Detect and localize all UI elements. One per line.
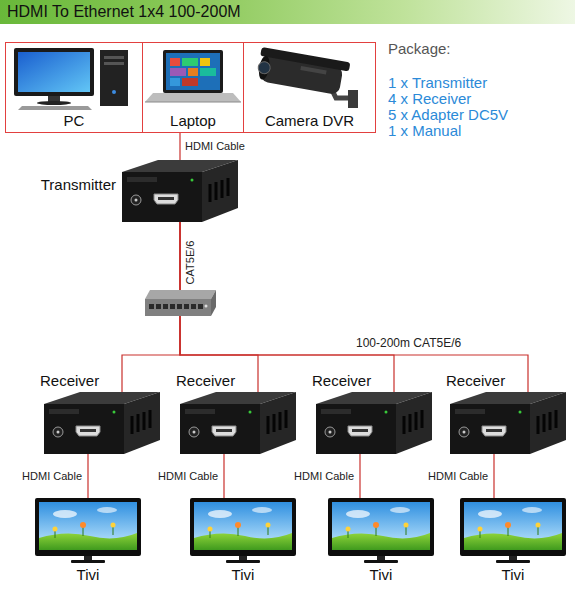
transmitter-device: Transmitter: [122, 160, 238, 222]
cable-line: [223, 454, 224, 498]
cable-label: HDMI Cable: [21, 470, 83, 483]
source-box: PC: [5, 42, 143, 133]
device-label: Receiver: [446, 372, 505, 389]
cable-label: HDMI Cable: [157, 470, 219, 483]
source-name: PC: [64, 112, 85, 129]
source-box: Laptop: [142, 42, 244, 133]
cable-type: CAT5E/6: [185, 239, 198, 285]
cable-label: HDMI Cable: [293, 470, 355, 483]
device-label: Receiver: [176, 372, 235, 389]
package-item: 5 x Adapter DC5V: [388, 106, 508, 123]
package-item: 1 x Manual: [388, 122, 461, 139]
receiver-device: Receiver: [44, 392, 160, 454]
laptop-picture: [145, 50, 241, 102]
receiver-device: Receiver: [450, 392, 566, 454]
tv-picture: [190, 498, 296, 563]
receiver-picture: [180, 392, 296, 454]
cable-line: [359, 454, 360, 498]
receiver-device: Receiver: [316, 392, 432, 454]
tv-label: Tivi: [502, 566, 525, 583]
receiver-device: Receiver: [180, 392, 296, 454]
device-label: Receiver: [312, 372, 371, 389]
pc-picture: [14, 48, 128, 110]
title-bar: HDMI To Ethernet 1x4 100-200M: [0, 0, 575, 24]
tv-picture: [35, 498, 141, 563]
tv-set: Tivi: [328, 498, 434, 584]
tv-picture: [460, 498, 566, 563]
tv-label: Tivi: [77, 566, 100, 583]
cable-line: [180, 222, 528, 392]
cable-line: [179, 133, 180, 160]
cable-line: [180, 222, 394, 392]
tv-label: Tivi: [370, 566, 393, 583]
receiver-picture: [450, 392, 566, 454]
device-label: Transmitter: [41, 176, 116, 193]
cable-line: [87, 454, 88, 498]
package-heading: Package:: [388, 40, 451, 57]
device-label: Receiver: [40, 372, 99, 389]
tv-label: Tivi: [232, 566, 255, 583]
receiver-picture: [316, 392, 432, 454]
cable-length: 100-200m CAT5E/6: [355, 336, 462, 350]
cable-label: HDMI Cable: [184, 140, 246, 153]
source-box: Camera DVR: [243, 42, 376, 133]
source-name: Camera DVR: [265, 112, 354, 129]
transmitter-picture: [122, 160, 238, 222]
tv-set: Tivi: [460, 498, 566, 584]
cable-line: [493, 454, 494, 498]
package-item: 4 x Receiver: [388, 90, 471, 107]
camera-picture: [256, 47, 358, 108]
package-item: 1 x Transmitter: [388, 74, 487, 91]
diagram-title: HDMI To Ethernet 1x4 100-200M: [7, 3, 241, 21]
cable-label: HDMI Cable: [427, 470, 489, 483]
receiver-picture: [44, 392, 160, 454]
source-name: Laptop: [170, 112, 216, 129]
tv-set: Tivi: [190, 498, 296, 584]
tv-set: Tivi: [35, 498, 141, 584]
tv-picture: [328, 498, 434, 563]
network-switch: [145, 290, 216, 316]
